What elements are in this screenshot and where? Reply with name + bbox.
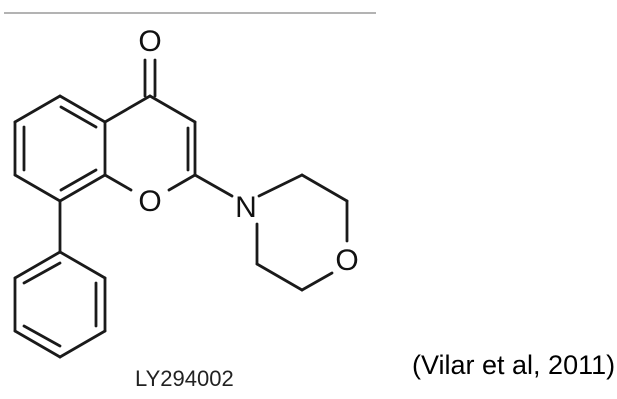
carbonyl-oxygen-label: O xyxy=(138,25,161,58)
compound-name-label: LY294002 xyxy=(135,366,234,391)
carbonyl-bond xyxy=(143,58,157,98)
benzo-ring xyxy=(13,94,107,203)
citation-text: (Vilar et al, 2011) xyxy=(412,350,616,380)
ring-oxygen-label: O xyxy=(138,185,161,218)
c2-n-bond xyxy=(193,173,234,198)
pyranone-ring xyxy=(103,94,197,192)
phenyl-ring xyxy=(13,250,107,359)
morpholine-oxygen-label: O xyxy=(335,244,358,277)
morpholine-nitrogen-label: N xyxy=(235,191,257,224)
morpholine-ring xyxy=(255,173,349,292)
